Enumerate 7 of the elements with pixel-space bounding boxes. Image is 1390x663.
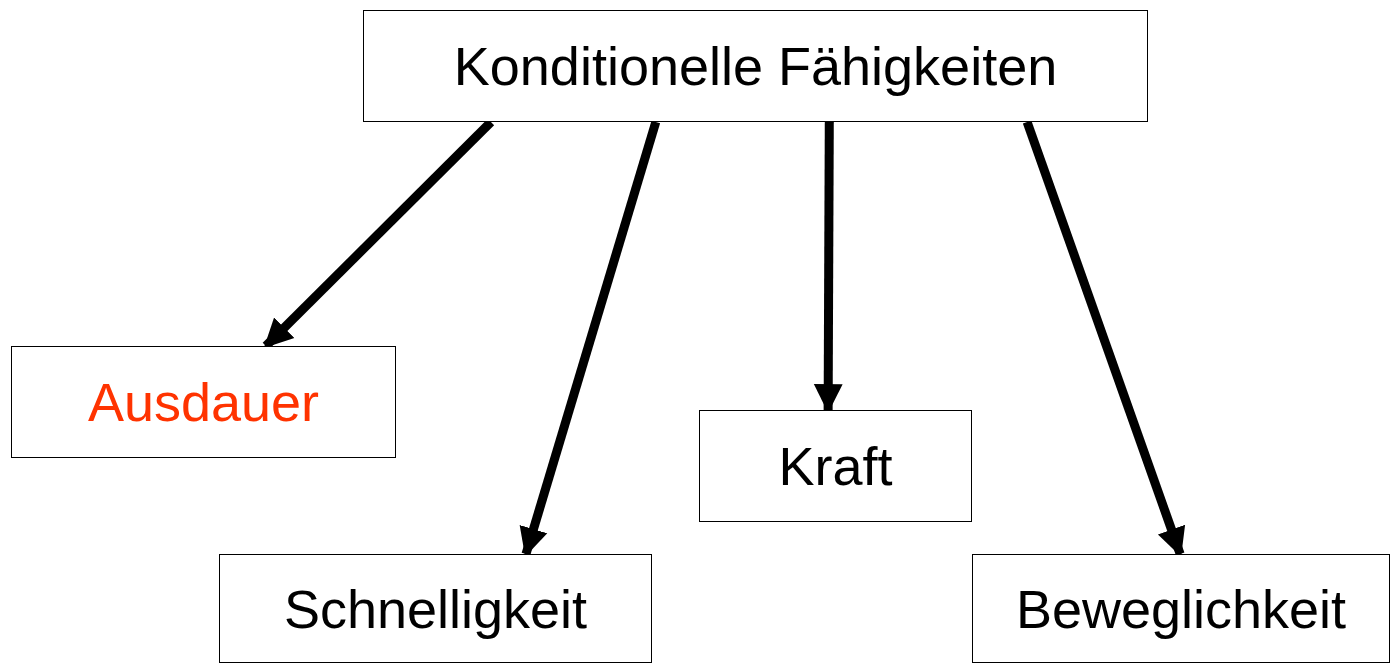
box-label: Kraft [778, 439, 893, 493]
box [219, 554, 652, 663]
box [972, 554, 1390, 663]
box [699, 410, 972, 522]
box [363, 10, 1148, 122]
box-label: Ausdauer [87, 375, 320, 429]
box [11, 346, 396, 458]
